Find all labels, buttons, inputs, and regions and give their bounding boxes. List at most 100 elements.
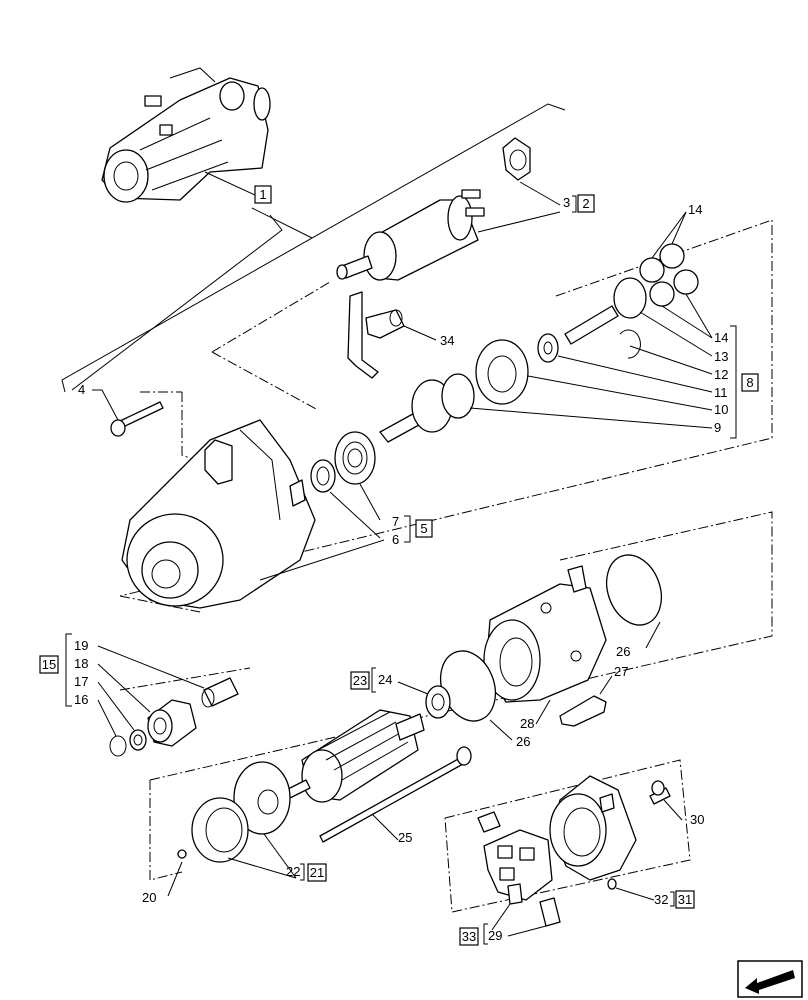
- leader-13: [639, 311, 713, 357]
- callout-13: 13: [714, 349, 728, 364]
- bracket-3: [572, 195, 577, 213]
- callout-5: 5: [420, 521, 427, 536]
- dash-line-i: [119, 667, 251, 691]
- leader-1: [204, 171, 256, 196]
- leader-20: [167, 861, 183, 897]
- leader-19: [97, 645, 205, 689]
- washer-11: [537, 333, 559, 363]
- leader-17: [97, 681, 135, 731]
- dash-line-j: [444, 759, 691, 913]
- callout-15: 15: [42, 657, 56, 672]
- bracket-8: [730, 325, 737, 439]
- callout-16: 16: [74, 692, 88, 707]
- callout-25: 25: [398, 830, 412, 845]
- leader-solenoid: [477, 211, 561, 233]
- callout-28: 28: [520, 716, 534, 731]
- callout-17: 17: [74, 674, 88, 689]
- drive-end-housing: [121, 419, 316, 609]
- output-shaft-9: [379, 373, 475, 443]
- bracket-29: [483, 923, 488, 945]
- leader-27: [599, 675, 613, 695]
- callout-12: 12: [714, 367, 728, 382]
- bearing-7: [334, 431, 376, 485]
- callout-10: 10: [714, 402, 728, 417]
- grommet-27: [559, 695, 607, 727]
- callout-14b: 14: [714, 330, 728, 345]
- dash-line-a: [211, 281, 331, 353]
- solenoid: [336, 189, 485, 281]
- dash-line-b: [211, 351, 319, 411]
- leader-12: [629, 345, 713, 375]
- pinion-18: [147, 699, 197, 747]
- bearing-24: [425, 685, 451, 719]
- o-ring-26a: [605, 554, 663, 626]
- bracket-31: [670, 891, 675, 907]
- leader-26b: [489, 719, 513, 741]
- callout-30: 30: [690, 812, 704, 827]
- callout-22: 22: [286, 864, 300, 879]
- leader-32: [615, 887, 655, 901]
- internal-gear-10: [475, 339, 529, 405]
- dash-line-f: [149, 780, 183, 881]
- screw-30: [649, 780, 671, 805]
- bracket-5: [404, 515, 411, 543]
- callout-box-8: [741, 373, 759, 392]
- leader-29b: [507, 925, 547, 937]
- collar-17: [129, 729, 147, 751]
- callout-19: 19: [74, 638, 88, 653]
- callout-6: 6: [392, 532, 399, 547]
- leader-24: [397, 681, 429, 695]
- section-line-left: [71, 214, 283, 391]
- callout-box-33: [459, 927, 479, 946]
- callout-2: 2: [582, 196, 589, 211]
- ball-20: [177, 849, 187, 859]
- callout-20: 20: [142, 890, 156, 905]
- shaft-13: [564, 277, 647, 345]
- section-line-top: [61, 103, 566, 393]
- leader-29a: [491, 903, 511, 931]
- leader-9: [469, 407, 713, 429]
- section-line-top-inner: [251, 207, 313, 239]
- leader-7: [359, 483, 381, 521]
- retaining-ring-16: [109, 735, 127, 757]
- callout-box-5: [415, 519, 433, 538]
- callout-23: 23: [353, 673, 367, 688]
- planet-gears-14: [639, 243, 699, 307]
- leader-14a-2: [671, 211, 687, 245]
- callout-7: 7: [392, 514, 399, 529]
- callout-9: 9: [714, 420, 721, 435]
- callout-26a: 26: [616, 644, 630, 659]
- thru-bolt-25: [319, 746, 472, 843]
- callout-27: 27: [614, 664, 628, 679]
- callout-14a: 14: [688, 202, 702, 217]
- callout-24: 24: [378, 672, 392, 687]
- leader-18: [97, 663, 151, 713]
- callout-box-23: [350, 671, 370, 690]
- leader-28: [535, 699, 551, 725]
- bracket-15: [65, 633, 72, 707]
- brush-holder-29: [477, 811, 561, 927]
- callout-4: 4: [78, 382, 85, 397]
- yoke-28: [483, 565, 607, 703]
- bolt-4: [110, 401, 164, 437]
- dash-line-g: [181, 392, 201, 463]
- leader-26a: [645, 621, 661, 649]
- starter-motor-assembly: [101, 67, 271, 203]
- leader-22b: [263, 833, 297, 879]
- armature: [285, 709, 425, 803]
- callout-3: 3: [563, 195, 570, 210]
- leader-3: [519, 181, 561, 206]
- leader-22a: [227, 857, 297, 879]
- leader-4: [92, 389, 119, 421]
- callout-box-15: [39, 655, 59, 674]
- leader-6: [329, 491, 381, 539]
- callout-1: 1: [259, 187, 266, 202]
- callout-26b: 26: [516, 734, 530, 749]
- callout-box-1: [254, 185, 272, 204]
- bracket-22: [300, 863, 305, 881]
- callout-29: 29: [488, 928, 502, 943]
- leader-16: [97, 699, 117, 737]
- leader-14a-1: [651, 211, 687, 259]
- arrow-left-icon[interactable]: [737, 960, 803, 998]
